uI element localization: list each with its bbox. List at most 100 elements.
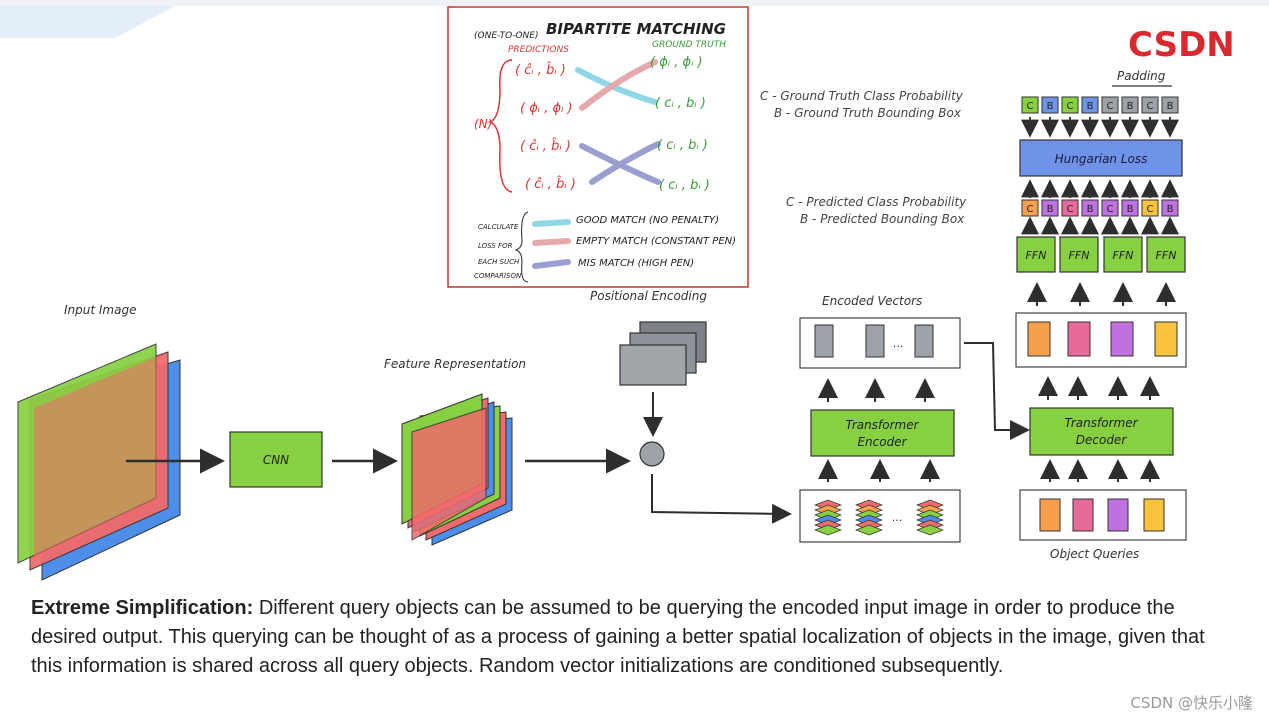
empty-match-line (579, 59, 658, 111)
box-cell (1041, 199, 1059, 217)
prediction-item: ( ĉᵢ , b̂ᵢ ) (525, 177, 576, 192)
decoder-output (1110, 321, 1134, 357)
calc-label: EACH SUCH (478, 258, 520, 266)
class-cell (1141, 96, 1159, 114)
class-cell-label: C (1027, 101, 1034, 112)
object-query (1143, 498, 1165, 532)
ffn-block (1103, 236, 1143, 273)
cnn-block (229, 431, 323, 488)
class-cell-label: C (1067, 101, 1074, 112)
ffn-input-arrows (1027, 282, 1176, 306)
class-cell-label: C (1147, 101, 1154, 112)
transformer-decoder-block (1029, 407, 1174, 456)
box-cell (1041, 96, 1059, 114)
embedding-layer (916, 524, 944, 536)
encoder-output-arrows (818, 378, 935, 402)
box-cell-label: B (1127, 101, 1134, 112)
class-cell-label: C (1107, 101, 1114, 112)
class-cell-label: C (1107, 204, 1114, 215)
prediction-item: ( ĉᵢ , b̂ᵢ ) (515, 63, 566, 78)
class-cell-label: C (1147, 204, 1154, 215)
legend-swatch-empty (532, 238, 571, 246)
embedding-layer (855, 524, 883, 536)
class-cell (1141, 199, 1159, 217)
caption: Extreme Simplification: Different query … (31, 594, 1231, 681)
predictions-label: PREDICTIONS (508, 45, 569, 55)
embedding-stacks (814, 499, 944, 536)
hungarian-input-arrows (1021, 179, 1179, 198)
class-cell-label: C (1027, 204, 1034, 215)
decoder-output-arrows (1038, 376, 1160, 400)
input-image-label: Input Image (64, 303, 136, 317)
hungarian-loss-label: Hungarian Loss (1055, 152, 1148, 166)
ffn-label: FFN (1113, 249, 1134, 262)
ffn-block (1059, 236, 1099, 273)
class-cell (1061, 96, 1079, 114)
gt-bbox-text: B - Ground Truth Bounding Box (774, 106, 962, 120)
box-cell (1161, 199, 1179, 217)
transformer-encoder-label-1: Transformer (845, 418, 919, 432)
ground-truth-arrows (1021, 117, 1179, 138)
arrow-add-to-embeddings (651, 474, 792, 524)
legend-mismatch-text: MIS MATCH (HIGH PEN) (578, 258, 694, 269)
box-cell-label: B (1167, 101, 1174, 112)
box-cell-label: B (1167, 204, 1174, 215)
object-query (1072, 498, 1094, 532)
box-cell (1081, 199, 1099, 217)
caption-text: Different query objects can be assumed t… (31, 597, 1205, 677)
ground-truth-label: GROUND TRUTH (652, 40, 726, 50)
legend-good-text: GOOD MATCH (NO PENALTY) (576, 215, 719, 226)
gt-class-prob-text: C - Ground Truth Class Probability (760, 89, 964, 103)
input-image-stack (17, 343, 181, 581)
decoder-input-arrows (1040, 459, 1160, 482)
ground-truth-item: ( cᵢ , bᵢ ) (657, 138, 708, 153)
ffn-label: FFN (1069, 249, 1090, 262)
decoder-output (1027, 321, 1051, 357)
class-cell (1021, 96, 1039, 114)
add-node (639, 441, 665, 467)
bipartite-title: BIPARTITE MATCHING (546, 20, 726, 38)
good-match-line (575, 67, 658, 105)
feature-representation-label: Feature Representation (384, 357, 526, 371)
top-strip (0, 0, 1269, 6)
ffn-block (1016, 236, 1056, 273)
embedding-dots: ... (892, 511, 903, 524)
object-query-cells (1039, 498, 1165, 532)
decoder-output (1154, 321, 1178, 357)
cnn-label: CNN (263, 453, 289, 467)
prediction-item: ( ĉᵢ , b̂ᵢ ) (520, 139, 571, 154)
transformer-decoder-label-2: Decoder (1076, 433, 1128, 447)
ffn-label: FFN (1156, 249, 1177, 262)
legend-swatch-mismatch (532, 259, 571, 269)
ffn-block (1146, 236, 1186, 273)
positional-encoding-label: Positional Encoding (590, 289, 707, 303)
feature-map-stack (401, 393, 513, 546)
ffn-output-arrows (1021, 216, 1179, 235)
mismatch-line-2 (589, 141, 661, 185)
encoder-input-arrows (818, 459, 940, 482)
legend-swatch-good (532, 219, 571, 227)
transformer-encoder-block (810, 409, 955, 457)
box-cell-label: B (1047, 204, 1054, 215)
class-cell (1021, 199, 1039, 217)
calc-label: COMPARISON (474, 272, 522, 280)
object-query (1039, 498, 1061, 532)
n-label: (N) (474, 117, 492, 131)
encoded-dots: ... (893, 337, 904, 350)
calc-brace (514, 211, 529, 283)
positional-encoding-stack (619, 321, 707, 386)
encoded-vectors-label: Encoded Vectors (822, 294, 922, 308)
ffn-label: FFN (1026, 249, 1047, 262)
legend-empty-text: EMPTY MATCH (CONSTANT PEN) (576, 236, 736, 247)
encoded-vector (865, 324, 885, 358)
watermark: CSDN @快乐小隆 (1130, 694, 1253, 712)
box-cell (1161, 96, 1179, 114)
hungarian-loss-block (1019, 139, 1183, 177)
csdn-logo: CSDN (1128, 25, 1235, 65)
ground-truth-item: ( cᵢ , bᵢ ) (655, 96, 706, 111)
class-cell (1101, 199, 1119, 217)
transformer-encoder-label-2: Encoder (857, 435, 907, 449)
